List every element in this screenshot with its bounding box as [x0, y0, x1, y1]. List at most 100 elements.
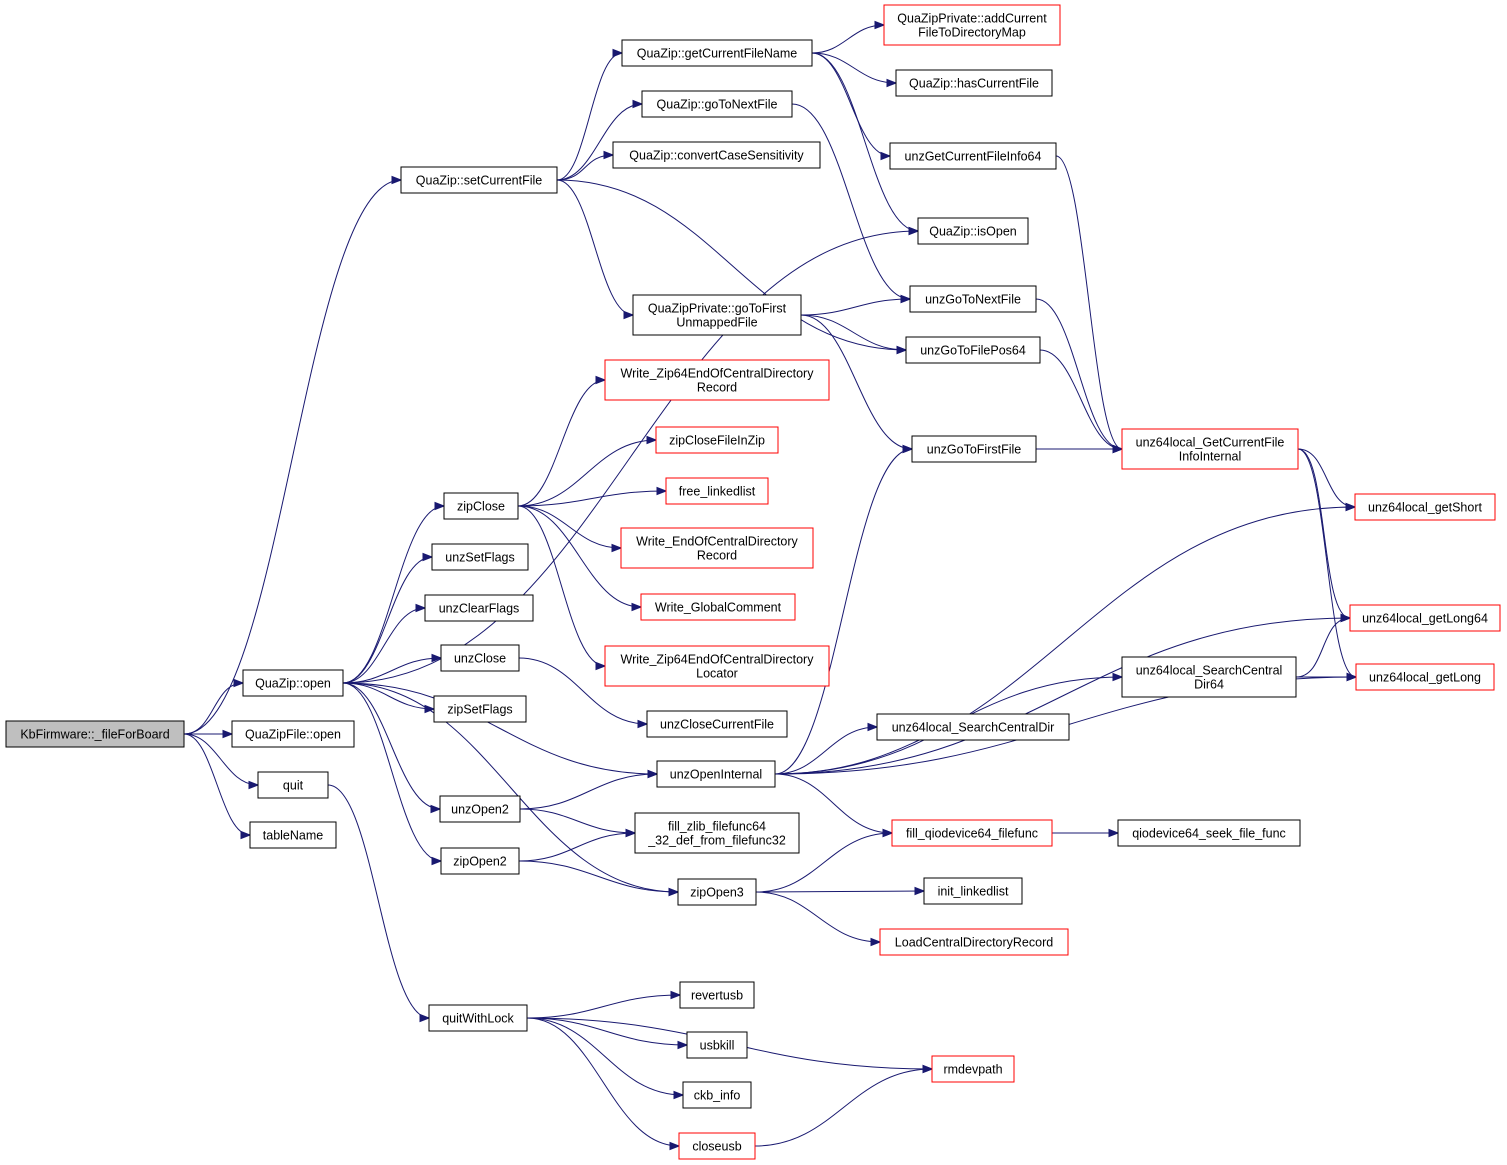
- node-box: [931, 1055, 1015, 1083]
- edge-zipclose-to-write_zip64_locator: [517, 505, 606, 667]
- node-label: QuaZip::hasCurrentFile: [909, 77, 1039, 91]
- edge-gotofirstunmapped-to-unzgotonextfile: [800, 298, 911, 316]
- node-zipopen2[interactable]: zipOpen2: [440, 847, 520, 875]
- node-quitwithlock[interactable]: quitWithLock: [428, 1004, 528, 1032]
- node-box: [1355, 663, 1495, 691]
- arrowhead-zipclose-to-write_zip64_record: [595, 375, 607, 385]
- node-box: [679, 981, 755, 1009]
- edge-unzopeninternal-to-fill_qiodevice: [774, 773, 893, 834]
- node-unzclosecurrentfile[interactable]: unzCloseCurrentFile: [646, 710, 788, 738]
- node-label: InfoInternal: [1179, 450, 1242, 464]
- arrowhead-setcurrentfile-to-gotonextfile: [632, 99, 644, 109]
- node-label: qiodevice64_seek_file_func: [1132, 827, 1286, 841]
- node-searchcentraldir[interactable]: unz64local_SearchCentralDir: [876, 713, 1070, 741]
- node-qiodevice_seek[interactable]: qiodevice64_seek_file_func: [1117, 819, 1301, 847]
- node-box: [5, 720, 185, 748]
- arrowhead-quazip_open-to-zipsetflags: [424, 704, 436, 714]
- node-box: [440, 847, 520, 875]
- node-unzgotonextfile[interactable]: unzGoToNextFile: [909, 285, 1037, 313]
- node-ckb_info[interactable]: ckb_info: [682, 1081, 752, 1109]
- edge-zipopen3-to-init_linkedlist: [755, 890, 925, 893]
- node-box: [895, 69, 1053, 97]
- arrowhead-closeusb-to-rmdevpath: [922, 1064, 934, 1074]
- edge-quazip_open-to-zipclose: [342, 505, 445, 684]
- node-unzsetflags[interactable]: unzSetFlags: [431, 543, 529, 571]
- node-isopen[interactable]: QuaZip::isOpen: [917, 217, 1029, 245]
- node-zipsetflags[interactable]: zipSetFlags: [433, 695, 527, 723]
- arrowhead-searchcentraldir64-to-getlong64: [1340, 613, 1352, 623]
- arrowhead-quazip_open-to-unzopen2: [430, 804, 442, 814]
- node-label: quit: [283, 779, 304, 793]
- edge-root-to-quit: [183, 733, 259, 786]
- arrowhead-gotofirstunmapped-to-unzgotonextfile: [900, 294, 912, 304]
- node-label: usbkill: [700, 1039, 735, 1053]
- node-unzclose[interactable]: unzClose: [440, 644, 520, 672]
- node-quazip_open[interactable]: QuaZip::open: [242, 669, 344, 697]
- node-unzopen2[interactable]: unzOpen2: [439, 795, 521, 823]
- node-rmdevpath[interactable]: rmdevpath: [931, 1055, 1015, 1083]
- edge-gotofirstunmapped-to-unzgotofirstfile: [800, 314, 913, 450]
- arrowhead-zipclose-to-free_linkedlist: [656, 486, 668, 496]
- node-box: [883, 4, 1061, 46]
- node-loadcentral[interactable]: LoadCentralDirectoryRecord: [879, 928, 1069, 956]
- node-label: unzOpen2: [451, 803, 509, 817]
- edge-zipclose-to-zipclosefileinzip: [517, 439, 657, 507]
- node-addcurrentfile[interactable]: QuaZipPrivate::addCurrentFileToDirectory…: [883, 4, 1061, 46]
- node-unzopeninternal[interactable]: unzOpenInternal: [656, 760, 776, 788]
- node-usbkill[interactable]: usbkill: [686, 1031, 748, 1059]
- node-quazipfile_open[interactable]: QuaZipFile::open: [231, 720, 355, 748]
- edge-getcurrentfilename-to-hascurrentfile: [811, 52, 897, 84]
- node-zipclosefileinzip[interactable]: zipCloseFileInZip: [655, 426, 779, 454]
- node-hascurrentfile[interactable]: QuaZip::hasCurrentFile: [895, 69, 1053, 97]
- node-free_linkedlist[interactable]: free_linkedlist: [665, 477, 769, 505]
- node-label: zipSetFlags: [447, 703, 512, 717]
- node-box: [677, 878, 757, 906]
- arrowhead-zipopen2-to-fill_zlib: [625, 828, 637, 838]
- node-label: unzGoToFilePos64: [920, 344, 1026, 358]
- edge-quitwithlock-to-usbkill: [526, 1017, 688, 1046]
- arrowhead-searchcentraldir64-to-getlong: [1346, 672, 1358, 682]
- node-setcurrentfile[interactable]: QuaZip::setCurrentFile: [400, 166, 558, 194]
- node-label: Write_GlobalComment: [655, 601, 782, 615]
- node-gotonextfile[interactable]: QuaZip::goToNextFile: [641, 90, 793, 118]
- node-revertusb[interactable]: revertusb: [679, 981, 755, 1009]
- edge-unzopeninternal-to-getlong64: [774, 617, 1351, 775]
- node-label: unzClearFlags: [439, 602, 520, 616]
- arrowhead-getcurrentfilename-to-unzgetcurrentfileinfo64: [880, 151, 892, 161]
- node-closeusb[interactable]: closeusb: [678, 1132, 756, 1160]
- node-getlong[interactable]: unz64local_getLong: [1355, 663, 1495, 691]
- node-zipclose[interactable]: zipClose: [443, 492, 519, 520]
- node-box: [443, 492, 519, 520]
- node-root[interactable]: KbFirmware::_fileForBoard: [5, 720, 185, 748]
- node-unzgetcurrentfileinfo64[interactable]: unzGetCurrentFileInfo64: [889, 142, 1057, 170]
- node-label: unz64local_getShort: [1368, 501, 1482, 515]
- node-zipopen3[interactable]: zipOpen3: [677, 878, 757, 906]
- edge-zipclose-to-write_globalcomment: [517, 505, 642, 608]
- node-box: [1121, 428, 1299, 470]
- node-unzgotofilepos64[interactable]: unzGoToFilePos64: [905, 336, 1041, 364]
- node-write_globalcomment[interactable]: Write_GlobalComment: [640, 593, 796, 621]
- node-convertcase[interactable]: QuaZip::convertCaseSensitivity: [612, 141, 821, 169]
- arrowhead-unzopeninternal-to-searchcentraldir: [867, 722, 879, 732]
- node-label: Dir64: [1194, 678, 1224, 692]
- node-unzclearflags[interactable]: unzClearFlags: [424, 594, 534, 622]
- node-label: Record: [697, 381, 737, 395]
- node-quit[interactable]: quit: [257, 771, 329, 799]
- node-fill_zlib[interactable]: fill_zlib_filefunc64_32_def_from_filefun…: [634, 812, 800, 854]
- node-getcurrentfilename[interactable]: QuaZip::getCurrentFileName: [621, 39, 813, 67]
- node-getshort[interactable]: unz64local_getShort: [1354, 493, 1496, 521]
- node-label: unz64local_getLong64: [1362, 612, 1488, 626]
- node-box: [632, 294, 802, 336]
- edge-gotonextfile-to-unzgotonextfile: [791, 103, 911, 300]
- node-init_linkedlist[interactable]: init_linkedlist: [923, 877, 1023, 905]
- node-tablename[interactable]: tableName: [249, 821, 337, 849]
- node-unzgotofirstfile[interactable]: unzGoToFirstFile: [911, 435, 1037, 463]
- node-fill_qiodevice[interactable]: fill_qiodevice64_filefunc: [891, 819, 1053, 847]
- node-getlong64[interactable]: unz64local_getLong64: [1349, 604, 1501, 632]
